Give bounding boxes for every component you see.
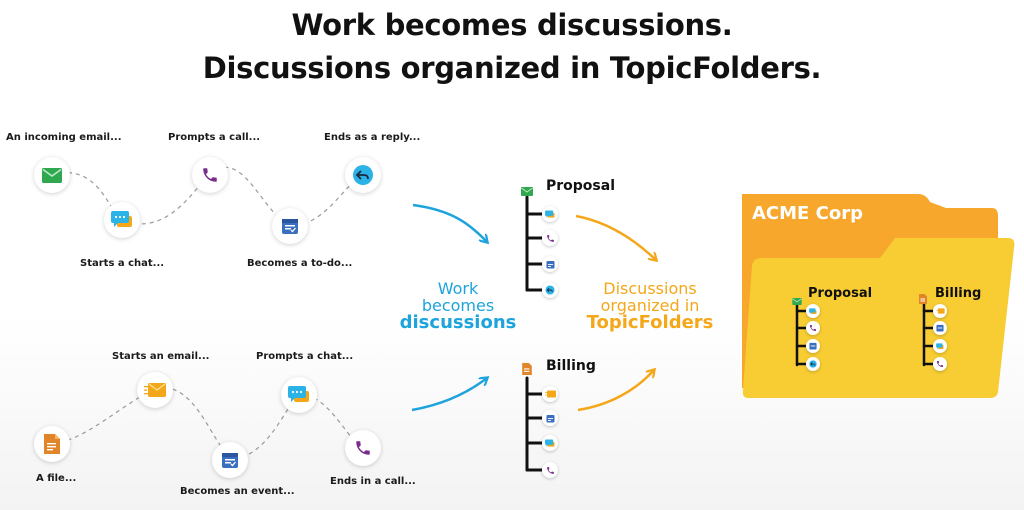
work-line-3: discussions bbox=[399, 312, 517, 333]
flow-top-step-2-label: Starts a chat... bbox=[80, 258, 165, 269]
billing-tree-lines bbox=[525, 376, 545, 472]
chat-icon bbox=[545, 209, 555, 218]
arrow-org-bottom bbox=[577, 370, 654, 412]
flow-bottom-step-5-label: Ends in a call... bbox=[330, 476, 416, 487]
work-becomes-discussions-text: Work becomes discussions bbox=[388, 279, 528, 333]
billing-node-chat bbox=[542, 435, 558, 451]
phone-icon bbox=[203, 168, 217, 182]
flow-bottom-email-bubble bbox=[137, 372, 173, 408]
phone-icon bbox=[810, 325, 816, 331]
reply-icon bbox=[545, 285, 555, 295]
folder-right-node-phone bbox=[933, 357, 947, 371]
file-icon bbox=[522, 363, 532, 375]
calendar-icon bbox=[936, 324, 944, 332]
proposal-node-phone bbox=[542, 230, 558, 246]
calendar-icon bbox=[222, 453, 238, 468]
flow-bottom-file-bubble bbox=[34, 426, 70, 462]
phone-icon bbox=[546, 466, 554, 474]
folder-right-title: Billing bbox=[935, 286, 982, 301]
phone-icon bbox=[937, 361, 943, 367]
folder-right-root-icon bbox=[919, 289, 927, 308]
proposal-node-reply bbox=[542, 282, 558, 298]
folder-left-node-chat bbox=[806, 304, 820, 318]
flow-bottom-step-1-label: A file... bbox=[36, 473, 77, 484]
folder-left-root-icon bbox=[792, 290, 802, 309]
flow-top-phone-bubble bbox=[192, 157, 228, 193]
folder-right-node-calendar bbox=[933, 321, 947, 335]
org-line-3: TopicFolders bbox=[586, 312, 714, 333]
email-icon bbox=[521, 187, 533, 196]
org-line-1: Discussions bbox=[603, 279, 697, 298]
work-line-1: Work bbox=[437, 279, 479, 298]
flow-bottom-step-3-label: Becomes an event... bbox=[180, 486, 295, 497]
flow-top-chat-bubble bbox=[104, 202, 140, 238]
chat-icon bbox=[545, 438, 555, 447]
folder-name: ACME Corp bbox=[752, 203, 863, 224]
flow-top-step-1-label: An incoming email... bbox=[6, 132, 122, 143]
flow-top-reply-bubble bbox=[345, 157, 381, 193]
billing-node-email bbox=[542, 386, 558, 402]
arrow-work-bottom bbox=[411, 378, 487, 412]
proposal-node-calendar bbox=[542, 256, 558, 272]
chat-icon bbox=[809, 307, 817, 314]
file-icon bbox=[44, 434, 60, 454]
headline-line-1: Work becomes discussions. bbox=[291, 8, 733, 42]
flow-top-calendar-bubble bbox=[272, 208, 308, 244]
flow-bottom-step-4-label: Prompts a chat... bbox=[256, 351, 354, 362]
folder-left-node-phone bbox=[806, 321, 820, 335]
arrow-org-top bbox=[575, 214, 656, 260]
proposal-root-icon bbox=[521, 181, 533, 200]
folder-right-node-chat bbox=[933, 339, 947, 353]
folder-left-title: Proposal bbox=[808, 286, 873, 301]
billing-title: Billing bbox=[546, 358, 596, 374]
flow-bottom-step-2-label: Starts an email... bbox=[112, 351, 210, 362]
flow-bottom-calendar-bubble bbox=[212, 442, 248, 478]
proposal-node-chat bbox=[542, 206, 558, 222]
file-icon bbox=[919, 294, 927, 304]
calendar-icon bbox=[809, 342, 817, 350]
calendar-icon bbox=[546, 260, 554, 268]
email-icon bbox=[42, 167, 62, 183]
proposal-tree-lines bbox=[525, 195, 545, 292]
discussions-organized-text: Discussions organized in TopicFolders bbox=[580, 279, 720, 333]
flow-top-step-5-label: Ends as a reply... bbox=[324, 132, 421, 143]
folder-left-node-reply bbox=[806, 357, 820, 371]
email-icon bbox=[544, 390, 556, 398]
calendar-icon bbox=[546, 414, 554, 422]
proposal-title: Proposal bbox=[546, 178, 616, 194]
arrow-work-top bbox=[412, 203, 487, 242]
billing-root-icon bbox=[522, 360, 532, 379]
chat-icon bbox=[288, 386, 309, 402]
work-line-2: becomes bbox=[421, 296, 495, 315]
flow-bottom-chat-bubble bbox=[281, 377, 317, 413]
org-line-2: organized in bbox=[600, 296, 700, 315]
billing-node-calendar bbox=[542, 410, 558, 426]
chat-icon bbox=[111, 211, 132, 227]
chat-icon bbox=[936, 342, 944, 349]
flow-top-step-4-label: Becomes a to-do... bbox=[247, 258, 353, 269]
flow-bottom-phone-bubble bbox=[345, 430, 381, 466]
reply-icon bbox=[809, 360, 817, 368]
folder-left-node-calendar bbox=[806, 339, 820, 353]
headline-line-2: Discussions organized in TopicFolders. bbox=[202, 51, 822, 85]
phone-icon bbox=[546, 234, 554, 242]
email-icon bbox=[792, 298, 802, 305]
flow-top-email-bubble bbox=[34, 157, 70, 193]
flow-top-step-3-label: Prompts a call... bbox=[168, 132, 261, 143]
email-icon bbox=[935, 308, 945, 314]
calendar-icon bbox=[282, 219, 298, 234]
email-icon bbox=[144, 383, 166, 397]
phone-icon bbox=[356, 441, 370, 455]
reply-icon bbox=[353, 165, 373, 185]
billing-node-phone bbox=[542, 462, 558, 478]
folder-right-node-email bbox=[933, 304, 947, 318]
